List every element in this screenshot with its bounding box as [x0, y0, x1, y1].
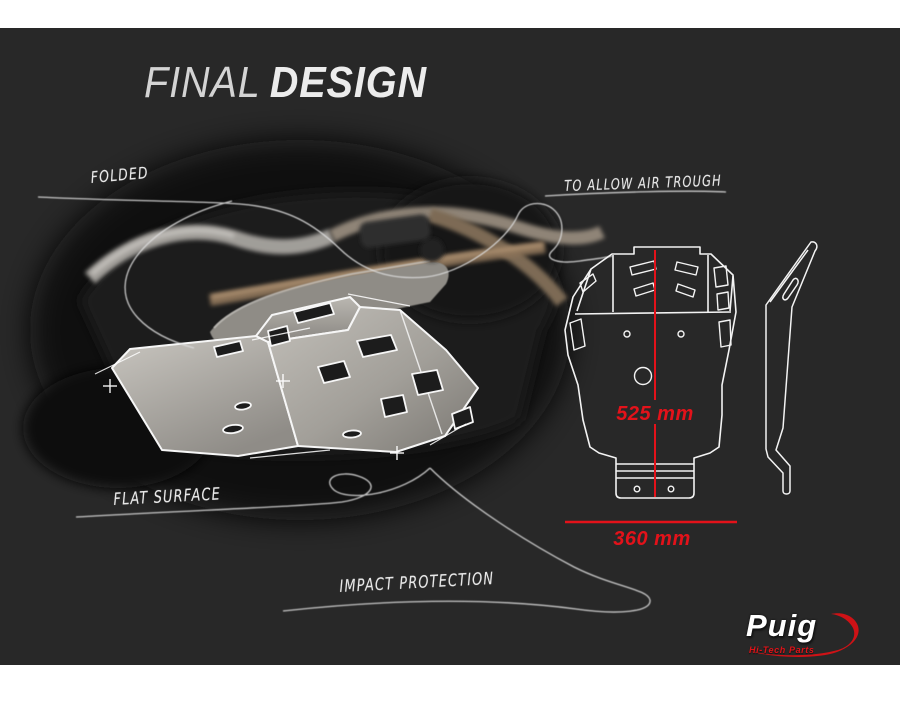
dimension-height-label: 525 mm	[616, 403, 694, 425]
logo-brand-text: Puig	[746, 608, 818, 643]
dimension-width-label: 360 mm	[613, 528, 691, 550]
artwork-canvas	[0, 28, 900, 665]
logo-tagline: Hi-Tech Parts	[749, 645, 815, 655]
puig-logo: Puig Hi-Tech Parts	[742, 608, 877, 660]
title-regular: FINAL	[144, 58, 261, 107]
title-bold: DESIGN	[269, 58, 427, 107]
